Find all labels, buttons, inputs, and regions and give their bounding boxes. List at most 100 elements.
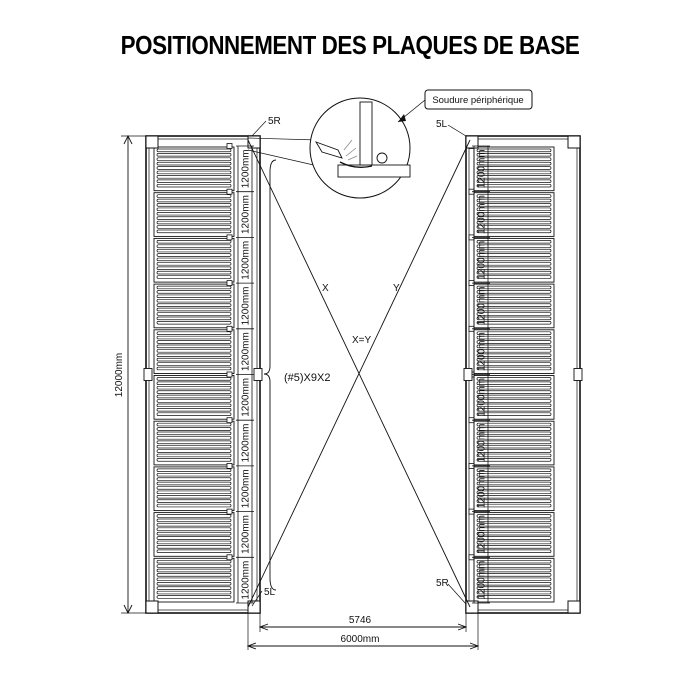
left-corrugation-rib (156, 285, 232, 290)
left-corrugation-rib (156, 573, 232, 577)
right-segment-label: 1200mm (477, 378, 488, 417)
left-corrugation-rib (156, 211, 232, 216)
left-post-marker (226, 508, 233, 515)
left-corrugation-rib (156, 531, 232, 536)
arrowhead (246, 642, 257, 650)
left-corrugation-rib (156, 257, 232, 262)
left-corrugation-rib (156, 294, 232, 299)
left-corrugation-rib (156, 266, 232, 270)
corner-label-left-top: 5R (268, 116, 281, 127)
left-corrugation-rib (156, 481, 232, 486)
left-corner-casting (145, 600, 159, 614)
arrowhead (457, 623, 468, 631)
right-corrugation-rib (476, 166, 552, 170)
left-corrugation-rib (156, 331, 232, 335)
right-corrugation-rib (476, 344, 552, 349)
right-corrugation-rib (476, 157, 552, 161)
right-corrugation-rib (476, 531, 552, 536)
right-corrugation-rib (476, 381, 552, 385)
right-corrugation-rib (476, 321, 552, 325)
left-corrugation-rib (156, 170, 232, 175)
left-corrugation-rib (156, 225, 232, 229)
right-segment-label: 1200mm (477, 241, 488, 280)
left-panel (153, 283, 235, 329)
left-corner-casting (247, 135, 261, 149)
left-post-marker (226, 325, 233, 332)
right-corrugation-rib (476, 468, 552, 472)
left-corrugation-rib (156, 540, 232, 545)
left-corrugation-rib (156, 390, 232, 394)
left-segment-label: 1200mm (241, 424, 252, 463)
detail-base-plate (337, 164, 411, 178)
right-corrugation-rib (476, 472, 552, 477)
detail-bolt-head (376, 152, 388, 164)
page-title: POSITIONNEMENT DES PLAQUES DE BASE (120, 30, 580, 60)
right-corrugation-rib (476, 183, 552, 188)
left-corrugation-rib (156, 590, 232, 595)
left-panel (153, 466, 235, 512)
left-panel-border (153, 557, 235, 603)
left-corrugation-rib (156, 175, 232, 179)
right-corrugation-rib (476, 307, 552, 312)
left-panel-border (153, 192, 235, 237)
diagonals (247, 120, 471, 608)
corner-label-right-bottom: 5R (436, 578, 449, 589)
left-corrugation-rib (156, 335, 232, 340)
left-corrugation-rib (156, 412, 232, 416)
right-corrugation-rib (476, 568, 552, 573)
right-corrugation-rib (476, 290, 552, 294)
right-corrugation-rib (476, 549, 552, 553)
left-corrugation-rib (156, 564, 232, 568)
right-corrugation-rib (476, 362, 552, 366)
left-corrugation-rib (156, 444, 232, 449)
left-corrugation-rib (156, 357, 232, 362)
right-corrugation-rib (476, 564, 552, 568)
left-corrugation-rib (156, 385, 232, 390)
left-corrugation-rib (156, 321, 232, 325)
diagonal-y-line (247, 139, 471, 608)
diagonal-y-label: Y (393, 283, 400, 294)
right-corrugation-rib (476, 220, 552, 225)
left-segment-label: 1200mm (241, 378, 252, 417)
right-segment-label: 1200mm (477, 515, 488, 554)
right-corrugation-rib (476, 486, 552, 490)
left-corrugation-rib (156, 262, 232, 266)
outer-width-dimension-label: 6000mm (341, 634, 380, 645)
right-corrugation-rib (476, 229, 552, 234)
right-corrugation-rib (476, 444, 552, 449)
left-corrugation-rib (156, 148, 232, 153)
right-corrugation-rib (476, 257, 552, 262)
right-container: 1200mm1200mm1200mm1200mm1200mm1200mm1200… (463, 135, 583, 614)
right-corrugation-rib (476, 490, 552, 495)
right-corrugation-rib (476, 527, 552, 531)
right-corrugation-rib (476, 408, 552, 412)
right-segment-label: 1200mm (477, 149, 488, 188)
left-corrugation-rib (156, 153, 232, 157)
right-corrugation-rib (476, 353, 552, 357)
corner-leader-line (447, 124, 467, 137)
right-corrugation-rib (476, 366, 552, 371)
left-panel-border (153, 420, 235, 466)
left-corrugation-rib (156, 545, 232, 549)
left-corrugation-rib (156, 440, 232, 444)
left-panel (153, 237, 235, 283)
right-corrugation-rib (476, 559, 552, 564)
height-dimension-label: 12000mm (114, 353, 125, 397)
arrowhead (123, 604, 133, 615)
right-corrugation-rib (476, 499, 552, 503)
left-corrugation-rib (156, 207, 232, 212)
left-corrugation-rib (156, 436, 232, 440)
left-panel-border (153, 329, 235, 374)
left-corrugation-rib (156, 194, 232, 198)
right-corrugation-rib (476, 573, 552, 577)
right-corrugation-rib (476, 335, 552, 340)
left-corrugation-rib (156, 477, 232, 481)
left-corrugation-rib (156, 381, 232, 385)
right-corrugation-rib (476, 477, 552, 481)
left-segment-label: 1200mm (241, 515, 252, 554)
arrowhead (123, 134, 133, 145)
right-corrugation-rib (476, 577, 552, 582)
right-panel (473, 420, 555, 466)
left-corrugation-rib (156, 427, 232, 431)
